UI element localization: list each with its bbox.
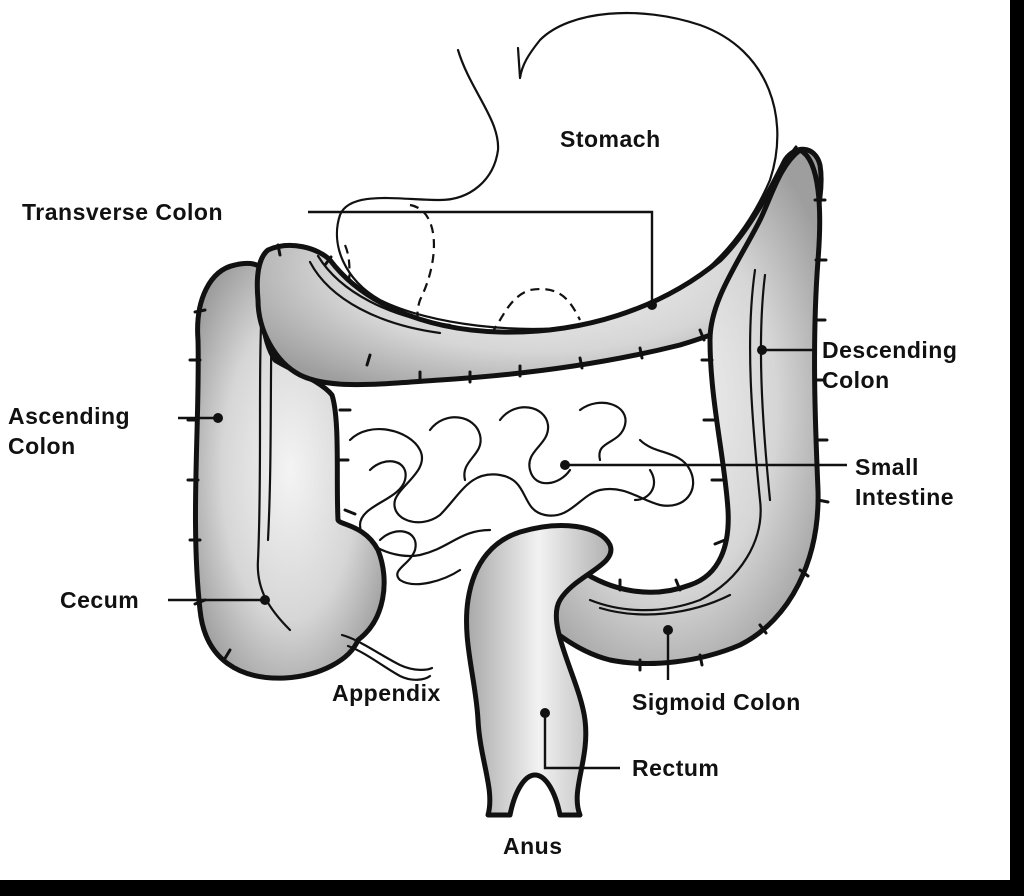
digestive-system-diagram: Stomach Transverse Colon Descending Colo… bbox=[0, 0, 1010, 880]
label-appendix: Appendix bbox=[332, 680, 441, 706]
label-cecum: Cecum bbox=[60, 587, 139, 613]
label-transverse-colon: Transverse Colon bbox=[22, 199, 223, 225]
label-rectum: Rectum bbox=[632, 755, 719, 781]
label-descending-colon-2: Colon bbox=[822, 367, 890, 393]
label-stomach: Stomach bbox=[560, 126, 661, 152]
label-descending-colon-1: Descending bbox=[822, 337, 957, 363]
label-small-intestine-1: Small bbox=[855, 454, 919, 480]
diagram-frame: Stomach Transverse Colon Descending Colo… bbox=[0, 0, 1010, 880]
label-small-intestine-2: Intestine bbox=[855, 484, 954, 510]
label-ascending-colon-2: Colon bbox=[8, 433, 76, 459]
label-anus: Anus bbox=[503, 833, 563, 859]
rectum bbox=[467, 526, 611, 815]
label-ascending-colon-1: Ascending bbox=[8, 403, 130, 429]
label-sigmoid-colon: Sigmoid Colon bbox=[632, 689, 801, 715]
